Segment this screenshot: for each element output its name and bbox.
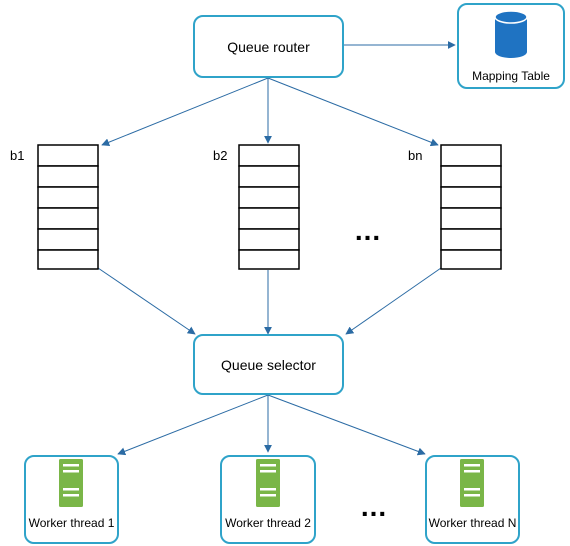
queue-selector-node: Queue selector bbox=[193, 334, 344, 395]
worker-thread-n-node: Worker thread N bbox=[425, 455, 520, 544]
worker-thread-2-node: Worker thread 2 bbox=[220, 455, 316, 544]
queue-router-node: Queue router bbox=[193, 15, 344, 78]
queue-slot bbox=[440, 186, 502, 209]
edge-b1-to-selector bbox=[97, 267, 196, 335]
database-icon bbox=[494, 10, 528, 58]
edge-selector-to-worker-n bbox=[267, 394, 426, 456]
edge-selector-to-worker-1 bbox=[117, 394, 269, 456]
queue-slot bbox=[37, 186, 99, 209]
queue-slot bbox=[440, 207, 502, 230]
worker-ellipsis: ... bbox=[361, 491, 387, 522]
queue-b1: b1 bbox=[10, 144, 99, 270]
queue-slot bbox=[238, 249, 300, 270]
edge-router-to-bn bbox=[267, 77, 439, 147]
edges bbox=[97, 41, 456, 456]
queue-slot bbox=[37, 249, 99, 270]
queue-selector-box bbox=[193, 334, 344, 395]
queue-label-b1: b1 bbox=[10, 148, 24, 163]
server-icon bbox=[59, 459, 83, 507]
queue-slot bbox=[238, 165, 300, 188]
queue-slot bbox=[440, 165, 502, 188]
worker-thread-1-label: Worker thread 1 bbox=[29, 516, 115, 530]
queue-slot bbox=[238, 207, 300, 230]
worker-thread-n-label: Worker thread N bbox=[429, 516, 517, 530]
queue-b2: b2 bbox=[213, 144, 300, 270]
queue-slot bbox=[440, 249, 502, 270]
queue-label-bn: bn bbox=[408, 148, 422, 163]
queue-slot bbox=[238, 228, 300, 251]
queue-slot bbox=[37, 228, 99, 251]
queue-slot bbox=[238, 186, 300, 209]
queue-ellipsis: ... bbox=[355, 215, 381, 246]
queue-slot bbox=[440, 228, 502, 251]
queue-slot bbox=[440, 144, 502, 167]
worker-thread-2-label: Worker thread 2 bbox=[225, 516, 311, 530]
queue-slot bbox=[37, 207, 99, 230]
queue-slot bbox=[37, 165, 99, 188]
queue-slot bbox=[238, 144, 300, 167]
edge-bn-to-selector bbox=[345, 267, 442, 335]
edge-router-to-b1 bbox=[101, 77, 269, 147]
queue-bn: bn bbox=[408, 144, 502, 270]
mapping-table-node: Mapping Table bbox=[457, 3, 565, 89]
queue-selector-label: Queue selector bbox=[221, 357, 316, 373]
queue-router-label: Queue router bbox=[227, 39, 310, 55]
queue-label-b2: b2 bbox=[213, 148, 227, 163]
worker-thread-1-node: Worker thread 1 bbox=[24, 455, 119, 544]
queue-slot bbox=[37, 144, 99, 167]
server-icon bbox=[460, 459, 484, 507]
mapping-table-label: Mapping Table bbox=[472, 69, 550, 83]
server-icon bbox=[256, 459, 280, 507]
queue-router-box bbox=[193, 15, 344, 78]
